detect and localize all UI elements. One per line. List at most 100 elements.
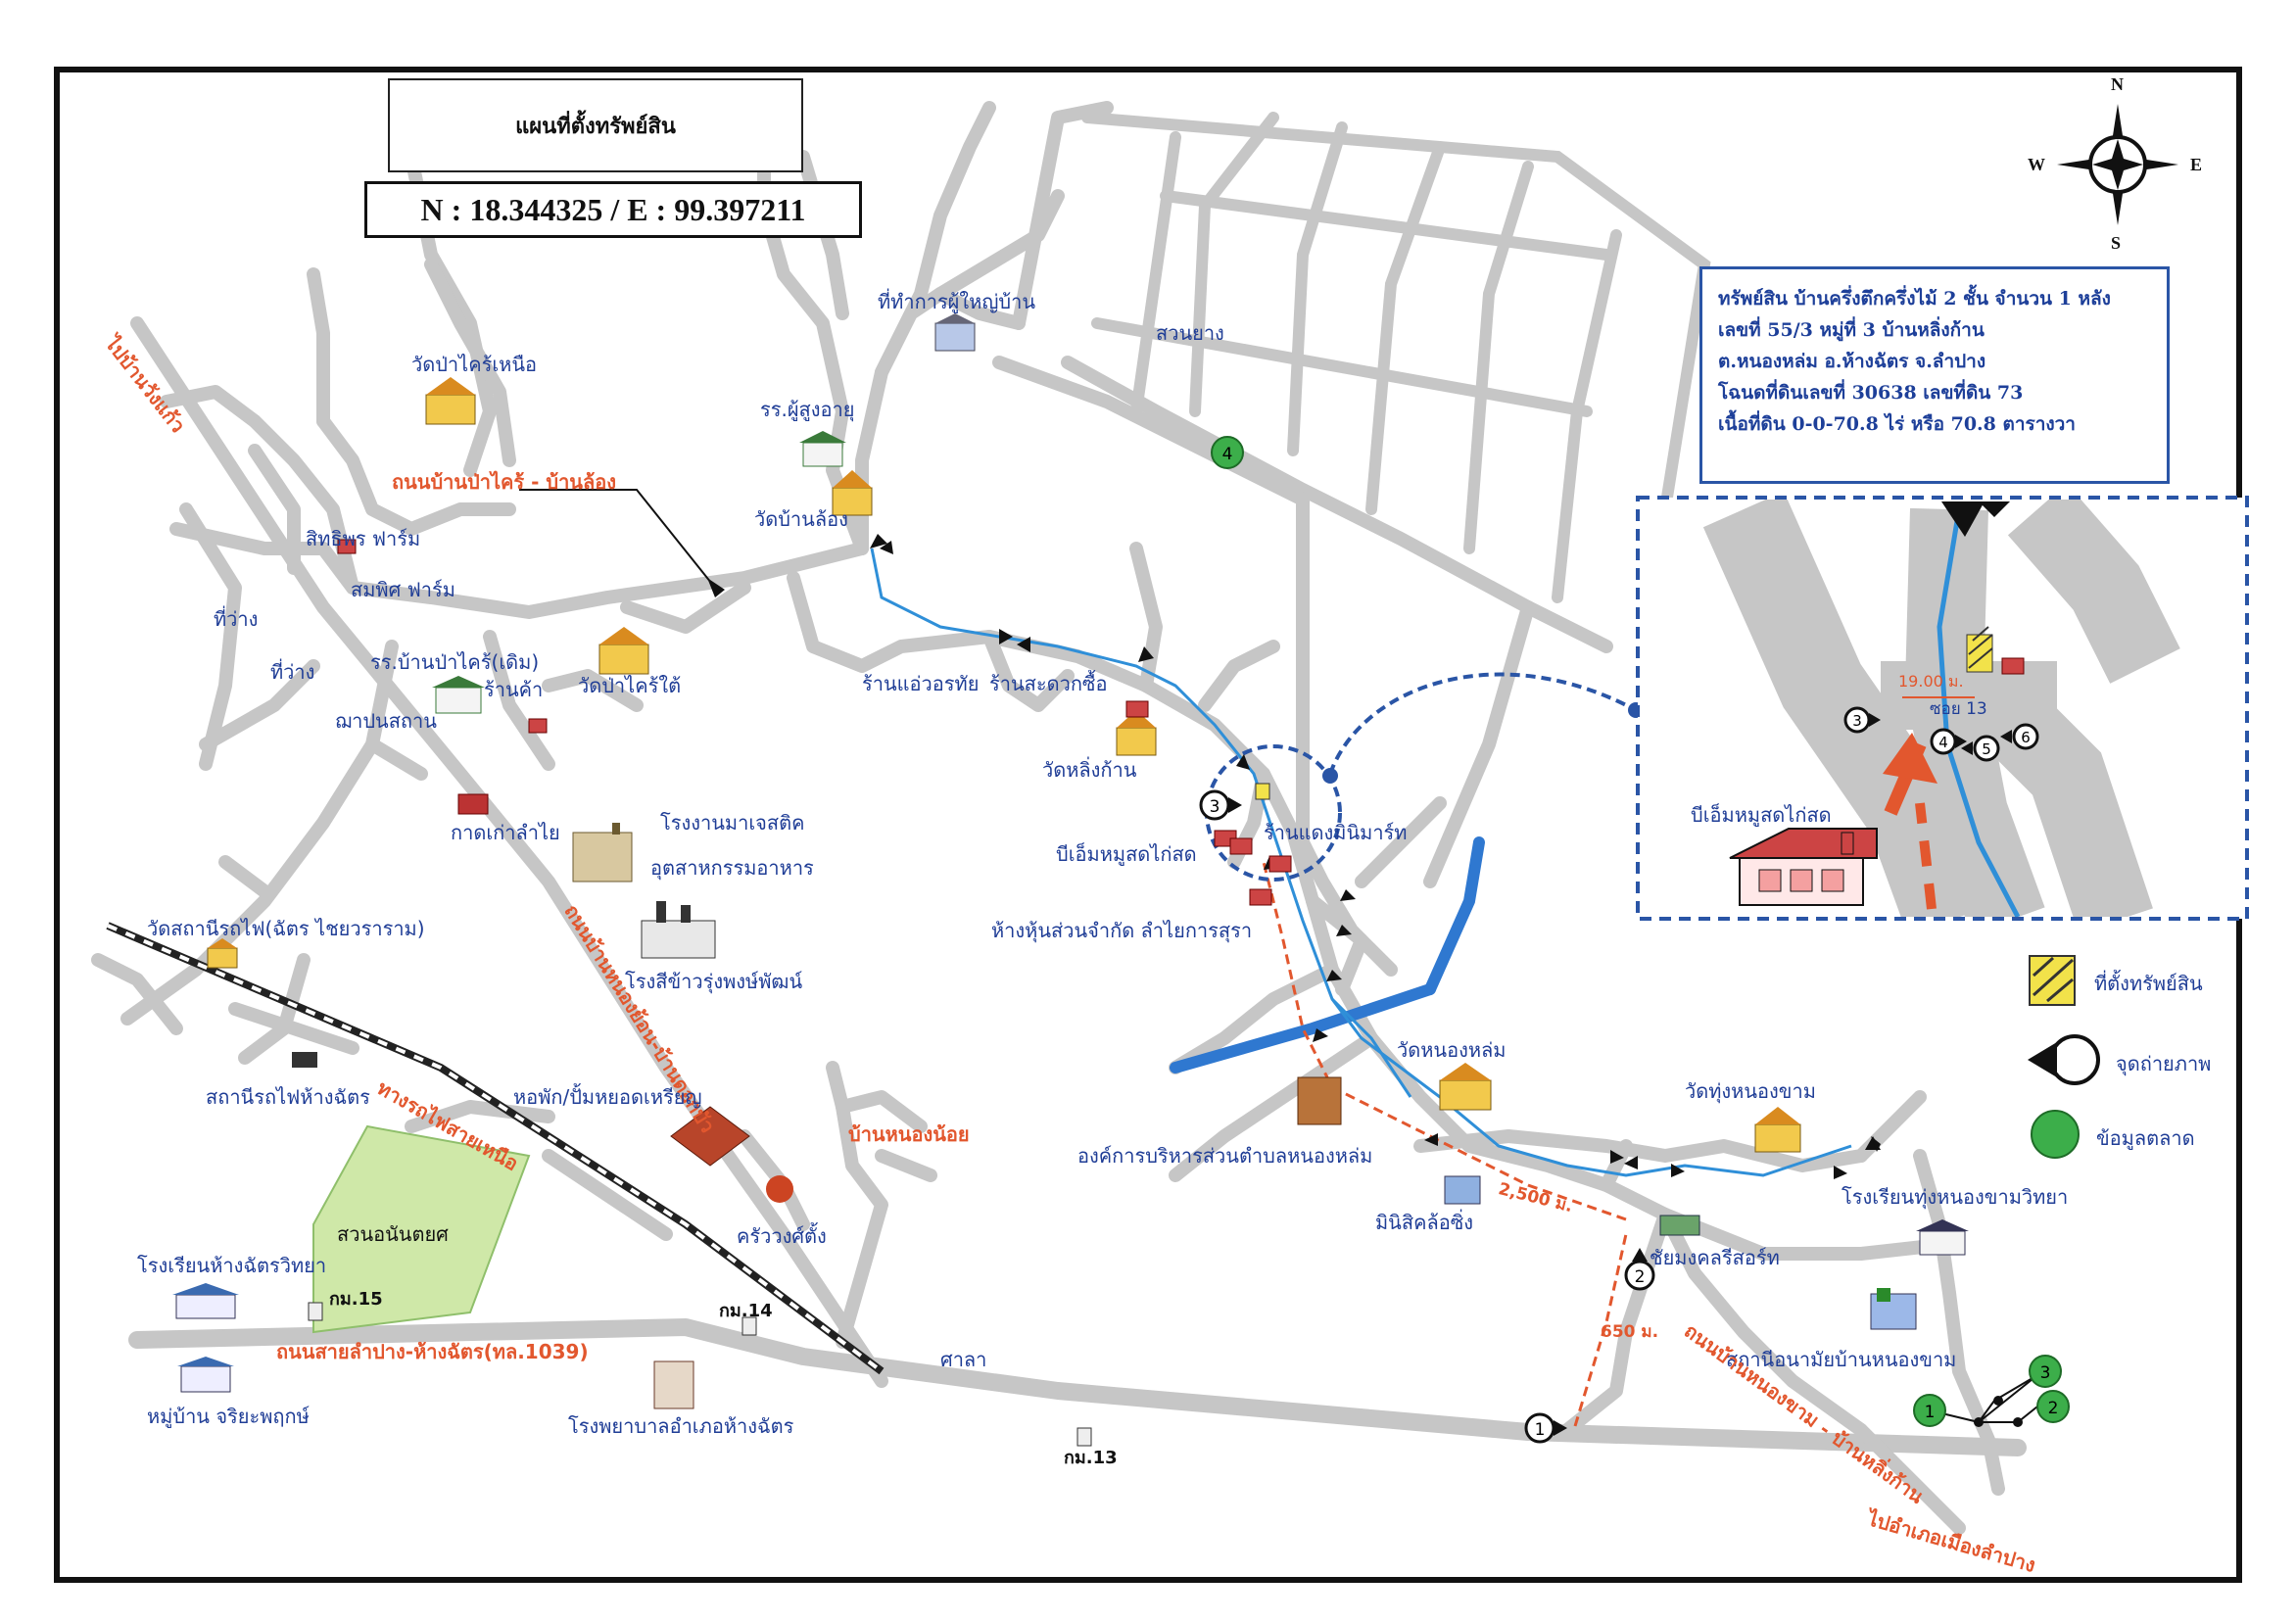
inset-point-3: 3: [1843, 706, 1881, 734]
school-icon: [1916, 1219, 1969, 1256]
compass-rose-icon: [2057, 104, 2178, 225]
temple-icons: [207, 377, 1801, 1153]
house-icon: [177, 1357, 234, 1393]
property-info-line: ต.หนองหล่ม อ.ห้างฉัตร จ.ลำปาง: [1718, 351, 1986, 372]
label-vacant-1: ที่ว่าง: [214, 607, 259, 631]
label-road-lampang-hangchat: ถนนสายลำปาง-ห้างฉัตร(ทล.1039): [276, 1340, 589, 1363]
temple-icon: [598, 627, 649, 675]
label-mini-cafe: มินิสิคล้อซิ่ง: [1375, 1211, 1474, 1234]
label-school-pakhrai-old: รร.บ้านป่าไคร้(เดิม): [370, 650, 540, 674]
photo-point-3-label: 3: [1210, 797, 1220, 817]
label-wat-thung-nong-kham: วัดทุ่งหนองขาม: [1685, 1079, 1816, 1103]
inset-point-3-label: 3: [1852, 712, 1862, 730]
label-sala: ศาลา: [940, 1348, 987, 1371]
label-wat-station: วัดสถานีรถไฟ(ฉัตร ไชยวราราม): [147, 917, 425, 940]
train-station-icon: [292, 1052, 317, 1068]
label-bm-shop: บีเอ็มหมูสดไก่สด: [1056, 842, 1197, 866]
compass-e: E: [2190, 155, 2203, 174]
label-tao-nong-lom: องค์การบริหารส่วนตำบลหนองหล่ม: [1077, 1144, 1373, 1168]
label-hospital: โรงพยาบาลอำเภอห้างฉัตร: [568, 1414, 794, 1438]
market-point-2: 2: [2036, 1390, 2070, 1423]
temple-icon: [1439, 1063, 1492, 1111]
label-km14: กม.14: [719, 1301, 773, 1321]
inset-soi: ซอย 13: [1930, 699, 1987, 719]
inset-point-4: 4: [1930, 728, 1967, 755]
label-wat-ling-kan: วัดหลิ่งก้าน: [1042, 758, 1137, 782]
factory-icon: [572, 823, 633, 883]
temple-icon: [1754, 1107, 1801, 1153]
compass-s: S: [2111, 233, 2122, 253]
school-icon: [172, 1283, 239, 1319]
office-icon: [934, 313, 976, 352]
label-train-station: สถานีรถไฟห้างฉัตร: [206, 1085, 370, 1109]
canal: [1170, 836, 1485, 1073]
inset-shop-icon: [2001, 657, 2025, 675]
inset-point-6: 6: [2000, 723, 2039, 750]
market-point-1-label: 1: [1925, 1403, 1936, 1422]
label-village-jariya: หมู่บ้าน จริยะพฤกษ์: [147, 1405, 310, 1428]
inset-map: 3 4 5 6: [1636, 496, 2249, 921]
label-ban-nong-noi: บ้านหนองน้อย: [848, 1122, 970, 1146]
label-wat-pa-khrai-nuea: วัดป่าไคร้เหนือ: [411, 353, 538, 376]
label-village-head-office: ที่ทำการผู้ใหญ่บ้าน: [878, 290, 1035, 313]
shop-icon: [1125, 700, 1149, 718]
park-area: [312, 1124, 531, 1334]
label-chaimongkol-store: ชัยมงคลรีสอร์ท: [1650, 1246, 1780, 1269]
photo-point-2: 2: [1624, 1248, 1655, 1291]
coordinates: N : 18.344325 / E : 99.397211: [364, 181, 862, 238]
legend-property-icon: [2029, 955, 2076, 1006]
label-plastic-factory: โรงงานมาเจสติค: [660, 811, 805, 835]
label-wat-nong-lom: วัดหนองหล่ม: [1397, 1038, 1507, 1062]
label-krua-wong: ครัววงศ์ตั้ง: [737, 1224, 827, 1248]
label-longan-market: กาดเก่าลำไย: [451, 821, 560, 844]
property-info-line: เนื้อที่ดิน 0-0-70.8 ไร่ หรือ 70.8 ตาราง…: [1718, 413, 2076, 435]
rubber-garden-grid: [1081, 112, 1711, 603]
market-cluster: 1 2 3: [1913, 1355, 2070, 1427]
inset-distance: 19.00 ม.: [1898, 672, 1964, 691]
label-rubber-garden: สวนยาง: [1156, 321, 1224, 345]
clinic-icon: [1870, 1288, 1917, 1330]
compass-n: N: [2111, 74, 2124, 94]
market-point-3-label: 3: [2040, 1363, 2051, 1383]
legend-photo-point-label: จุดถ่ายภาพ: [2116, 1052, 2212, 1075]
temple-icon: [832, 470, 873, 516]
legend-property-label: ที่ตั้งทรัพย์สิน: [2094, 972, 2203, 995]
label-road-pakhrai-banlong: ถนนบ้านป่าไคร้ - บ้านล้อง: [392, 470, 617, 494]
shop-icon: [1268, 855, 1292, 873]
label-minimart: ร้านแดงมินิมาร์ท: [1264, 821, 1408, 844]
label-crematorium: ฌาปนสถาน: [335, 709, 437, 733]
legend-market-label: ข้อมูลตลาด: [2096, 1126, 2195, 1150]
market-point-4: 4: [1211, 436, 1244, 469]
label-food-industry: อุตสาหกรรมอาหาร: [650, 856, 814, 880]
inset-point-5-label: 5: [1982, 740, 1991, 758]
milestone-icon: [308, 1302, 323, 1321]
school-icon: [432, 676, 485, 714]
label-elderly-school: รร.ผู้สูงอายุ: [760, 398, 855, 421]
inset-point-5: 5: [1961, 735, 2000, 762]
office-icon: [1297, 1076, 1342, 1125]
inset-house-icon: [1729, 828, 1878, 906]
connector-dot-start: [1322, 768, 1338, 784]
shop-icon: [337, 539, 357, 554]
label-dorm-gas: หอพัก/ปั้มหยอดเหรียญ: [513, 1085, 702, 1109]
factory-icon: [641, 901, 716, 959]
shop-icon: [1249, 888, 1272, 906]
milestone-icon: [1076, 1427, 1092, 1447]
legend-photo-point-icon: [2028, 1034, 2100, 1085]
label-km15: กม.15: [329, 1289, 383, 1310]
label-dist-650: 650 ม.: [1601, 1322, 1659, 1342]
label-school-thung-nong-kham: โรงเรียนทุ่งหนองขามวิทยา: [1842, 1185, 2069, 1209]
road-network: [91, 101, 2027, 1535]
property-info-line: ทรัพย์สิน บ้านครึ่งตึกครึ่งไม้ 2 ชั้น จำ…: [1718, 288, 2111, 310]
label-sompit-farm: สมพิศ ฟาร์ม: [351, 578, 455, 601]
shop-icon: [457, 793, 489, 815]
temple-icon: [425, 377, 476, 425]
label-rice-mill: โรงสีข้าวรุ่งพงษ์พัฒน์: [625, 970, 803, 993]
label-wat-ban-long: วัดบ้านล้อง: [754, 507, 848, 531]
shop-icon: [1229, 837, 1253, 855]
legend-icons: [2028, 955, 2100, 1159]
temple-icon: [1116, 710, 1157, 756]
property-info-line: โฉนดที่ดินเลขที่ 30638 เลขที่ดิน 73: [1718, 382, 2024, 404]
property-marker: [1255, 783, 1270, 800]
